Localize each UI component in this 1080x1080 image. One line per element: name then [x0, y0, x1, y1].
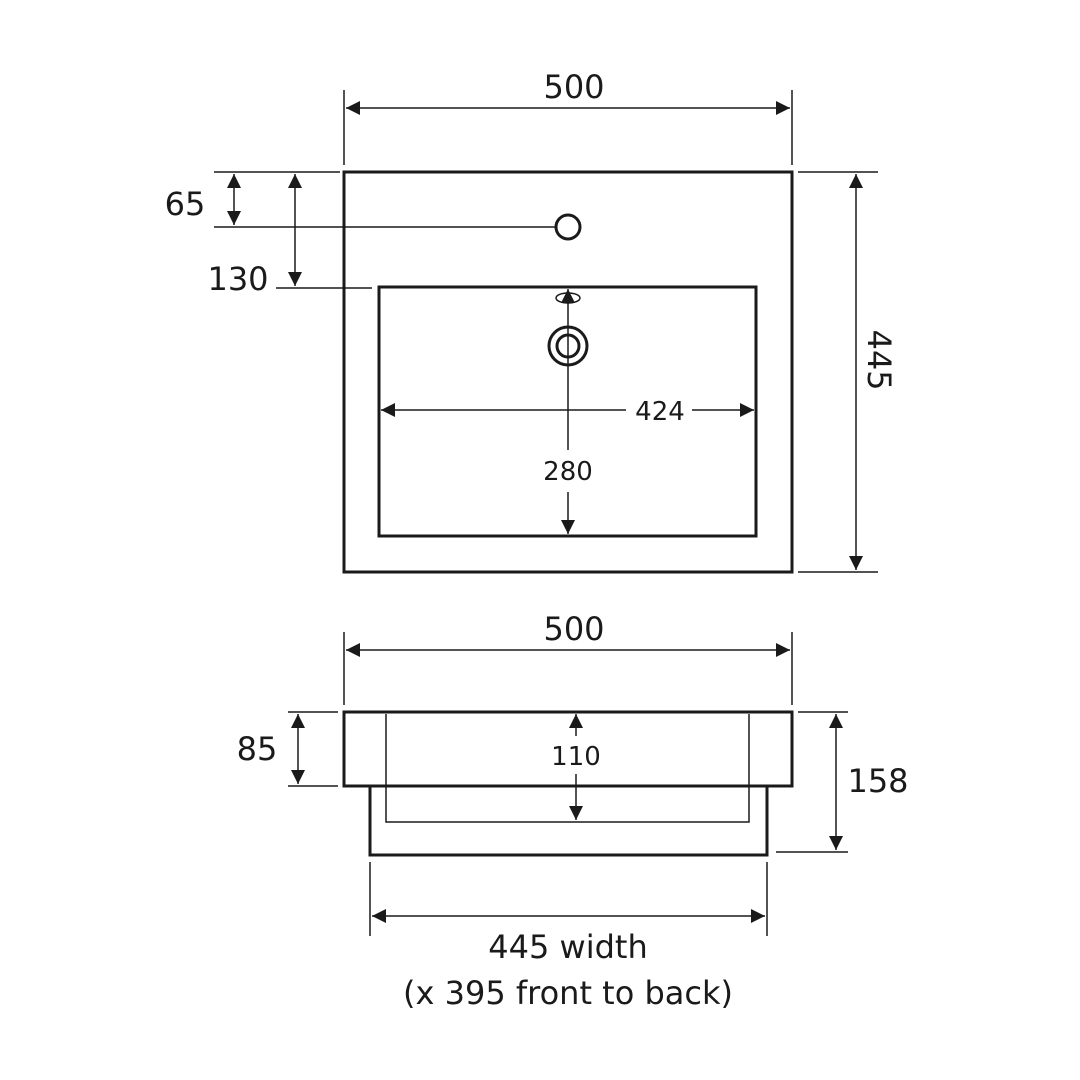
base-depth-label: (x 395 front to back) — [403, 974, 733, 1012]
total-height-label: 158 — [847, 762, 908, 800]
bowl-offset-label: 130 — [207, 260, 268, 298]
rim-height-label: 85 — [237, 730, 278, 768]
width-label-top: 500 — [543, 68, 604, 106]
base-width-label: 445 width — [488, 928, 647, 966]
basin-slab-front — [342, 710, 794, 788]
width-label-front: 500 — [543, 610, 604, 648]
top-view: 500 445 65 130 424 280 — [165, 68, 898, 574]
basin-outline-top — [342, 170, 794, 574]
tap-offset-label: 65 — [165, 185, 206, 223]
bowl-depth-front-label: 110 — [551, 742, 601, 772]
bowl-outline-top — [377, 285, 758, 538]
basin-body-front — [368, 786, 769, 857]
tap-hole — [554, 213, 582, 241]
front-view: 500 85 110 158 445 width (x 395 front to… — [237, 610, 909, 1012]
bowl-depth-label: 280 — [543, 457, 593, 487]
bowl-hidden-lines — [385, 714, 750, 823]
bowl-width-label: 424 — [635, 397, 685, 427]
depth-label: 445 — [860, 329, 898, 390]
